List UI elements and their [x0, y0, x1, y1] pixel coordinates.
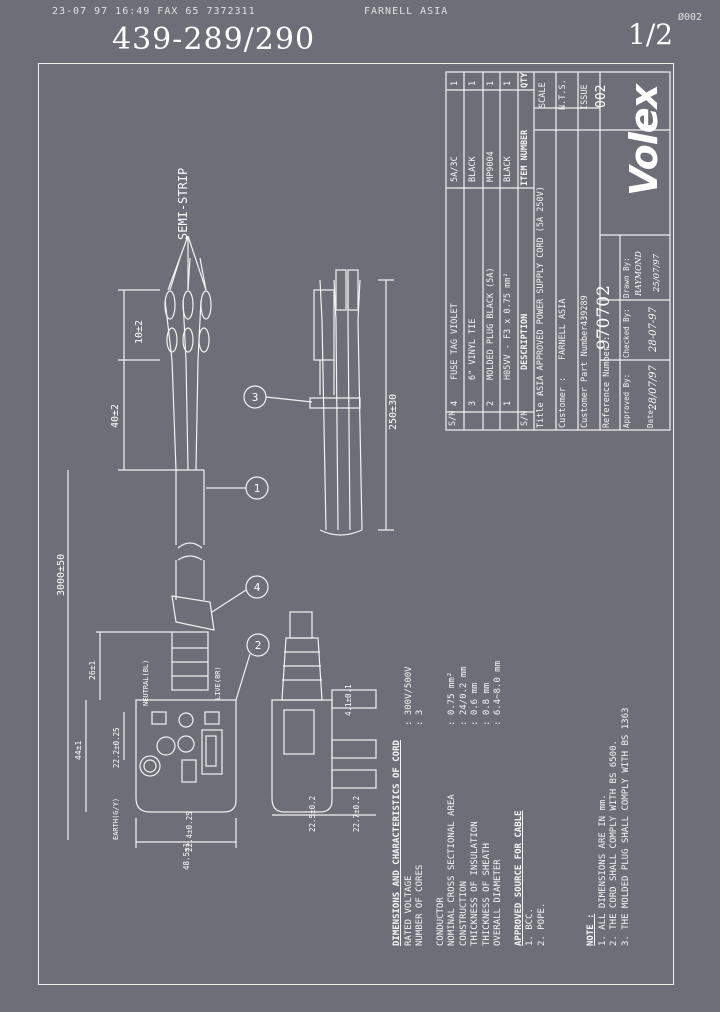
spec-row: NOMINAL CROSS SECTIONAL AREA: 0.75 mm²	[447, 671, 457, 946]
bom-header-sn: S/N	[448, 410, 458, 426]
fax-sender: FARNELL ASIA	[364, 6, 449, 17]
bom-header-qty: QTY	[520, 72, 530, 88]
spec-row: RATED VOLTAGE: 300V/500V	[403, 666, 414, 946]
bom-header-description: DESCRIPTION	[520, 313, 530, 370]
note-item: 2. THE CORD SHALL COMPLY WITH BS 6500.	[609, 740, 619, 946]
bom-row-sn: 3	[468, 400, 478, 406]
bom-row-description: FUSE TAG VIOLET	[450, 303, 460, 380]
note-item: 1. ALL DIMENSIONS ARE IN mm.	[597, 794, 608, 946]
approved-by-label: Approved By:	[622, 373, 631, 428]
fax-header-line: 23-07 97 16:49 FAX 65 7372311	[52, 6, 256, 17]
balloon-2	[246, 633, 270, 657]
conductor-heading: CONDUCTOR	[435, 897, 446, 946]
handwritten-reference: 439-289/290	[112, 22, 316, 57]
handwritten-page: 1/2	[628, 18, 674, 51]
scale-label: SCALE	[538, 82, 548, 108]
dim-26: 26±1	[88, 660, 97, 680]
bom-row-description: H05VV - F3 x 0.75 mm²	[503, 272, 513, 380]
dim-48-5: 48.5±1	[182, 842, 191, 870]
bom-row-item: 5A/3C	[450, 156, 460, 182]
bom-row-description: MOLDED PLUG BLACK (5A)	[486, 267, 496, 380]
drawn-by-label: Drawn By:	[622, 257, 631, 298]
label-earth: EARTH(G/Y)	[112, 797, 120, 840]
notes-heading: NOTE :	[586, 913, 596, 946]
specs-heading: DIMENSIONS AND CHARACTERISTICS OF CORD	[392, 740, 402, 946]
spec-row: THICKNESS OF INSULATION: 0.6 mm	[470, 682, 480, 946]
approved-date: 28/07/97	[648, 365, 659, 410]
customer-value: FARNELL ASIA	[558, 298, 568, 360]
bom-row-description: 6" VINYL TIE	[468, 318, 478, 380]
fax-page-number: Ø002	[678, 12, 703, 23]
specifications-block: DIMENSIONS AND CHARACTERISTICS OF CORD R…	[392, 661, 548, 946]
bom-row-qty: 1	[486, 80, 496, 86]
balloon-4	[245, 575, 269, 599]
bom-row-sn: 2	[486, 400, 496, 406]
spec-row: THICKNESS OF SHEATH: 0.8 mm	[481, 682, 492, 946]
drawn-by-value: RAYMOND	[634, 251, 643, 296]
source-heading: APPROVED SOURCE FOR CABLE	[513, 810, 524, 946]
drawing-frame	[38, 63, 674, 985]
bom-row-item: MP9004	[486, 151, 496, 182]
spec-row: OVERALL DIAMETER: 6.4~8.0 mm	[493, 660, 503, 946]
source-item: 2. POPE.	[536, 902, 547, 946]
bom-row-qty: 1	[468, 80, 478, 86]
notes-block: NOTE : 1. ALL DIMENSIONS ARE IN mm. 2. T…	[586, 708, 632, 946]
issue-label: ISSUE	[580, 84, 590, 110]
note-item: 3. THE MOLDED PLUG SHALL COMPLY WITH BS …	[620, 707, 631, 946]
bom-row-sn: 1	[503, 400, 513, 406]
bom-header-item: ITEM NUMBER	[520, 129, 530, 186]
label-live: LIVE(BR)	[214, 666, 222, 700]
drawn-date: 25/07/97	[652, 253, 662, 292]
dim-strip: 10±2	[134, 319, 145, 344]
scale-value: N.T.S.	[558, 79, 568, 110]
dim-4: 4.1±0.1	[344, 684, 353, 716]
balloon-4-label: 4	[254, 581, 261, 594]
dim-cores: 250±30	[388, 393, 399, 430]
label-neutral: NEUTRAL(BL)	[142, 659, 150, 706]
title-label: Title :	[536, 392, 546, 428]
dim-44: 44±1	[74, 740, 83, 760]
dim-22-7: 22.7±0.2	[352, 795, 361, 832]
dim-22-2: 22.2±0.25	[112, 727, 121, 768]
checked-by-label: Checked By:	[622, 308, 631, 358]
spec-row: NUMBER OF CORES: 3	[415, 709, 425, 946]
reference-value: 970702	[594, 285, 614, 350]
customer-part-label: Customer Part Number :	[580, 315, 590, 428]
bom-row-qty: 1	[503, 80, 513, 86]
customer-part-value: 439289	[580, 295, 590, 326]
dim-sheath-strip: 40±2	[110, 403, 121, 428]
volex-logo: Volex	[622, 84, 666, 196]
customer-label: Customer :	[558, 376, 568, 428]
source-item: 1. BCC.	[525, 908, 535, 946]
bom-row-sn: 4	[450, 400, 460, 406]
issue-value: 002	[594, 84, 609, 108]
balloon-3-label: 3	[252, 391, 259, 404]
title-block-frame	[445, 71, 671, 431]
plug-face-outline	[135, 699, 237, 813]
bom-row-item: BLACK	[503, 156, 513, 182]
spec-row: CONSTRUCTION: 24/0.2 mm	[458, 666, 469, 946]
checked-date: 28-07-97	[648, 307, 659, 352]
balloon-1-label: 1	[254, 482, 261, 495]
bom-row-qty: 1	[450, 80, 460, 86]
dim-22-5: 22.5±0.2	[308, 795, 317, 832]
bom-header-sn-2: S/N	[520, 410, 530, 426]
balloon-2-label: 2	[255, 639, 262, 652]
title-value: ASIA APPROVED POWER SUPPLY CORD (5A 250V…	[536, 186, 546, 396]
bom-row-item: BLACK	[468, 156, 478, 182]
semi-strip-label: SEMI-STRIP	[176, 167, 190, 240]
dim-length: 3000±50	[56, 553, 67, 596]
